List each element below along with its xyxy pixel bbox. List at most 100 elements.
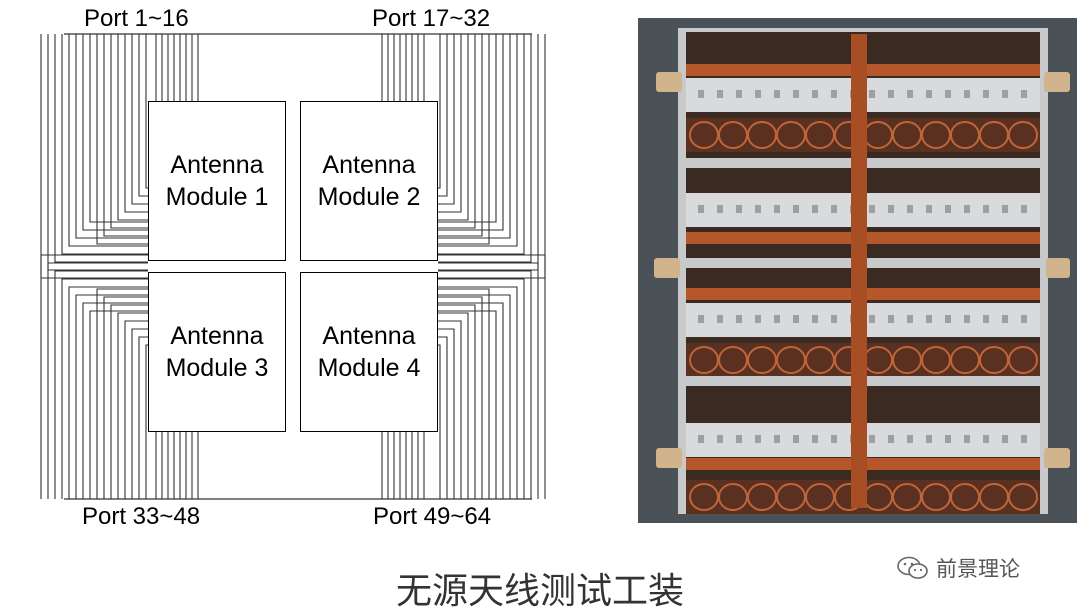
port-wiring-diagram: Port 1~16 Port 17~32 Port 33~48 Port 49~…	[40, 5, 546, 529]
panel-slot	[926, 90, 932, 98]
panel-slot	[717, 205, 723, 213]
panel-slot	[964, 205, 970, 213]
wire-m1-right	[117, 34, 148, 221]
antenna-module-1: Antenna Module 1	[148, 101, 286, 261]
wire-m3-left	[61, 278, 148, 499]
mount-tab-top-left	[656, 72, 682, 92]
wire-m4-left	[438, 328, 455, 499]
wire-m2-right	[438, 34, 497, 223]
wire-m1-right	[103, 34, 148, 237]
panel-slot	[812, 205, 818, 213]
wire-m1-left	[61, 34, 148, 255]
wire-m4-right	[438, 262, 539, 499]
panel-slot	[964, 90, 970, 98]
wire-m3-left	[54, 270, 148, 499]
panel-slot	[717, 90, 723, 98]
panel-slot	[793, 90, 799, 98]
wire-m3-left	[68, 286, 148, 499]
panel-slot	[755, 435, 761, 443]
panel-slot	[812, 90, 818, 98]
panel-slot	[698, 90, 704, 98]
port-label-17-32: Port 17~32	[372, 5, 491, 32]
panel-slot	[983, 90, 989, 98]
panel-slot	[907, 205, 913, 213]
wire-m1-left	[47, 34, 148, 271]
test-fixture-photo	[638, 18, 1077, 523]
panel-slot	[945, 315, 951, 323]
panel-slot	[793, 435, 799, 443]
panel-slot	[736, 205, 742, 213]
left-side-rail	[680, 30, 686, 512]
panel-slot	[888, 205, 894, 213]
panel-slot	[888, 90, 894, 98]
panel-slot	[1002, 435, 1008, 443]
module-3-line2: Module 3	[165, 354, 269, 382]
wire-m2-right	[438, 34, 525, 255]
wire-m2-left	[438, 34, 490, 245]
panel-slot	[907, 435, 913, 443]
wire-m2-right	[438, 34, 518, 247]
mount-tab-middle-right	[1046, 258, 1070, 278]
panel-slot	[964, 315, 970, 323]
wire-m4-left	[438, 344, 441, 499]
panel-slot	[869, 90, 875, 98]
wire-m1-right	[138, 34, 148, 197]
mount-tab-bottom-left	[656, 448, 682, 468]
wire-m1-right	[131, 34, 148, 205]
wire-m1-right	[110, 34, 148, 229]
wire-m2-right	[438, 34, 539, 271]
module-2-line2: Module 2	[317, 183, 421, 211]
wire-m4-right	[438, 254, 546, 499]
module-4-line1: Antenna	[322, 322, 416, 350]
panel-slot	[812, 315, 818, 323]
panel-slot	[793, 315, 799, 323]
mount-tab-middle-left	[654, 258, 680, 278]
antenna-module-3: Antenna Module 3	[148, 272, 286, 432]
panel-slot	[869, 435, 875, 443]
module-4-line2: Module 4	[317, 354, 421, 382]
wire-m1-left	[54, 34, 148, 263]
panel-slot	[869, 315, 875, 323]
panel-slot	[755, 205, 761, 213]
wire-m2-left	[438, 34, 441, 189]
mount-tab-top-right	[1044, 72, 1070, 92]
panel-slot	[831, 90, 837, 98]
source-watermark: 前景理论	[896, 553, 1020, 583]
wire-m4-right	[438, 286, 518, 499]
cable-coil	[1008, 121, 1038, 149]
wire-m4-right	[438, 302, 504, 499]
panel-slot	[736, 90, 742, 98]
wire-m1-right	[96, 34, 148, 245]
panel-slot	[793, 205, 799, 213]
wire-m2-right	[438, 34, 504, 231]
panel-slot	[907, 90, 913, 98]
wire-m4-left	[438, 312, 469, 499]
panel-slot	[698, 205, 704, 213]
figure-caption: 无源天线测试工装	[395, 571, 684, 612]
panel-slot	[945, 90, 951, 98]
wire-m3-right	[96, 288, 148, 499]
panel-slot	[1021, 90, 1027, 98]
module-1-line2: Module 1	[165, 183, 269, 211]
wire-bundles	[40, 33, 546, 500]
panel-slot	[831, 435, 837, 443]
panel-slot	[888, 315, 894, 323]
module-1-line1: Antenna	[170, 151, 264, 179]
panel-slot	[736, 435, 742, 443]
panel-slot	[1002, 90, 1008, 98]
wire-m4-right	[438, 270, 532, 499]
panel-slot	[964, 435, 970, 443]
wire-m4-left	[438, 336, 448, 499]
panel-slot	[831, 205, 837, 213]
wire-m1-left	[89, 34, 148, 223]
module-3-line1: Antenna	[170, 322, 264, 350]
module-2-line1: Antenna	[322, 151, 416, 179]
wire-m4-right	[438, 310, 497, 499]
panel-slot	[1002, 315, 1008, 323]
wire-m4-left	[438, 304, 476, 499]
panel-slot	[831, 315, 837, 323]
right-side-rail	[1040, 30, 1046, 512]
panel-slot	[698, 315, 704, 323]
antenna-module-4: Antenna Module 4	[300, 272, 438, 432]
wire-m1-left	[75, 34, 148, 239]
